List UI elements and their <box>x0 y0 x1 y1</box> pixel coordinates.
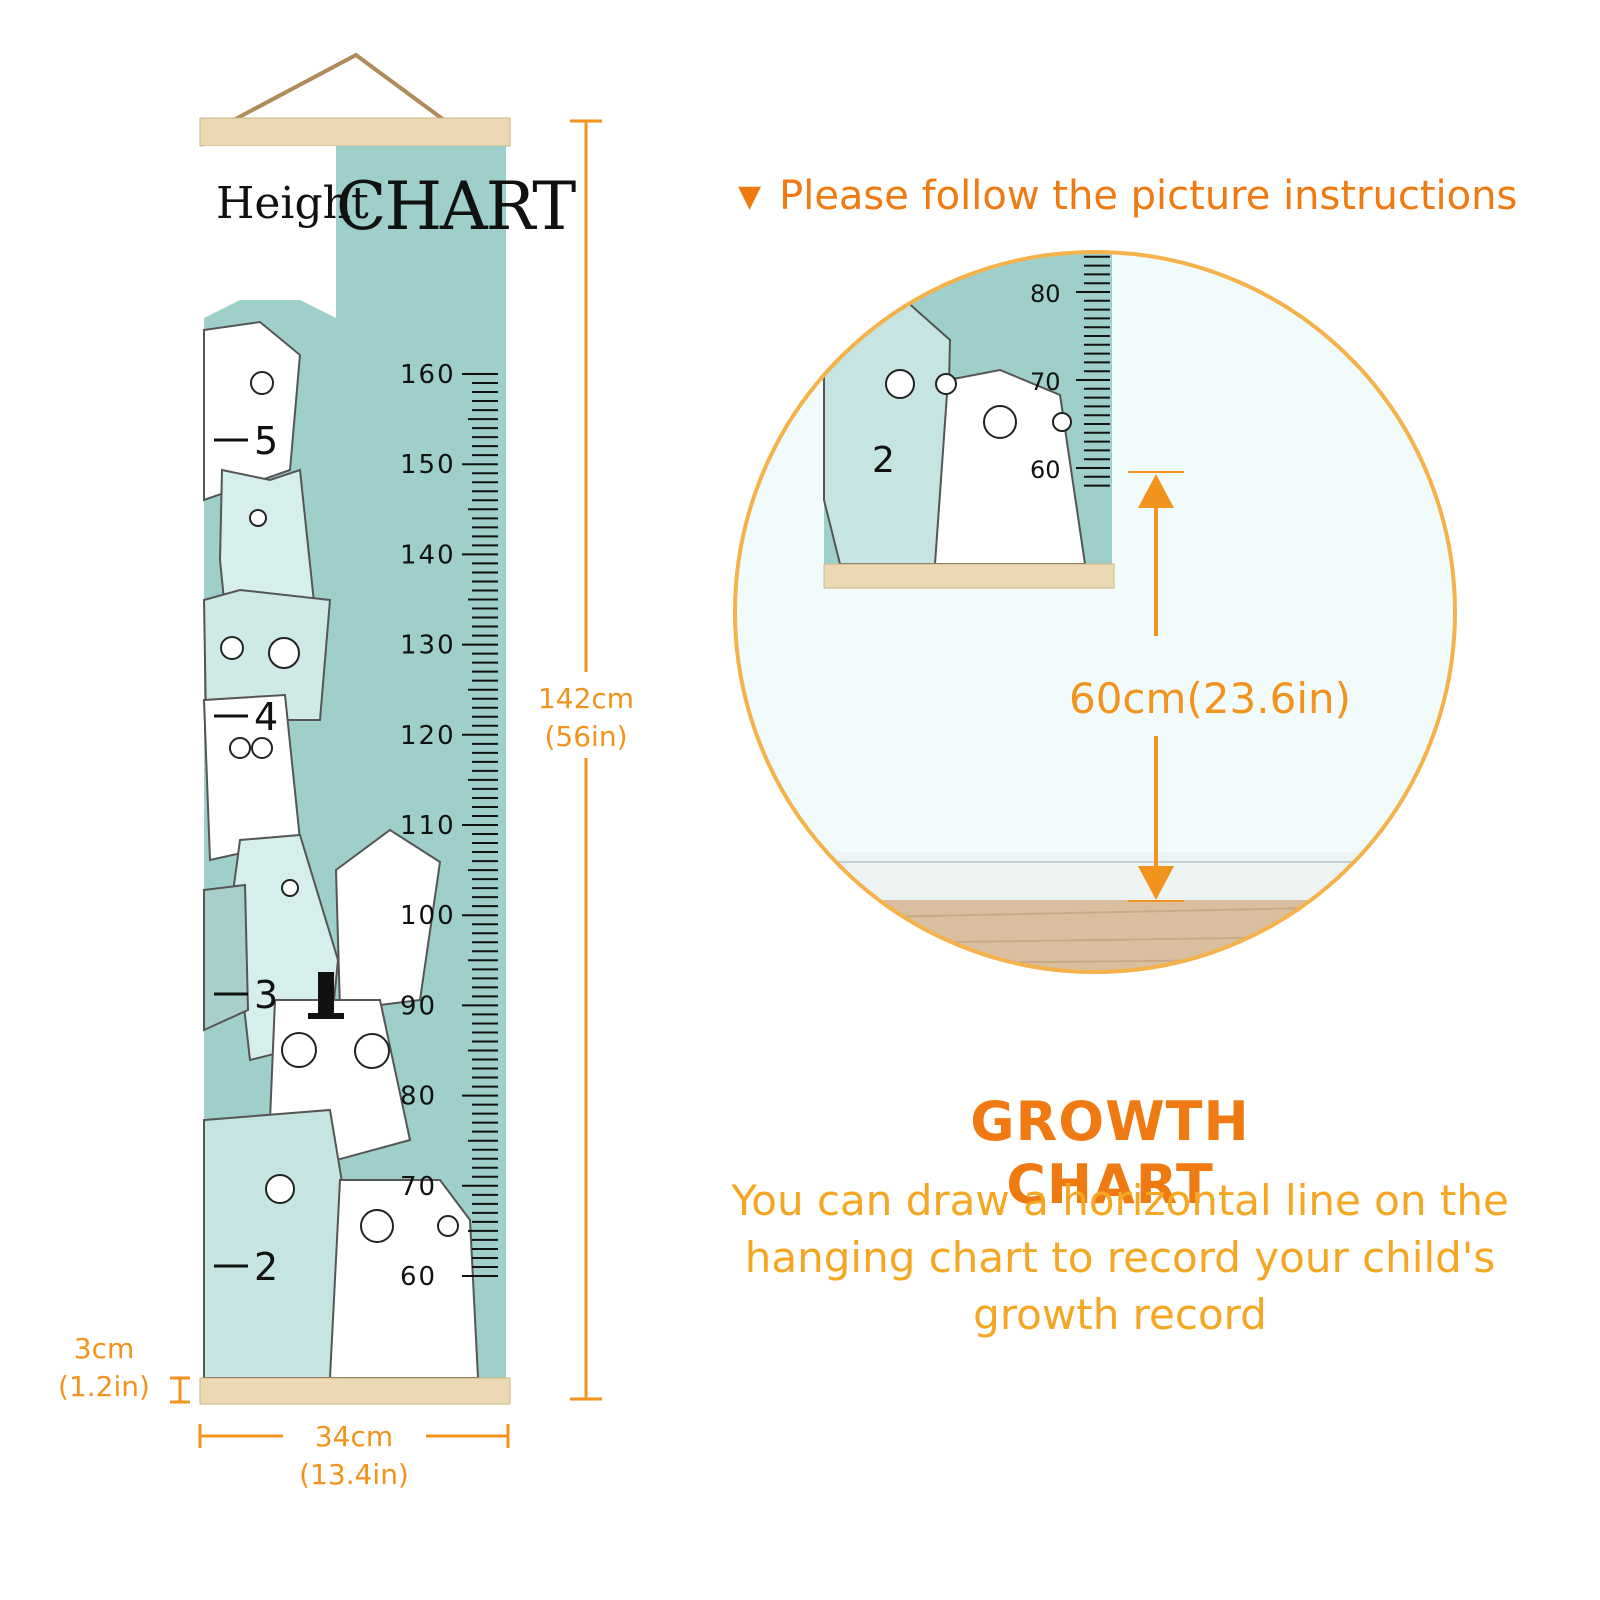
detail-circle-border <box>733 250 1457 974</box>
ruler-label-100: 100 <box>400 901 456 931</box>
feet-label-5: 5 <box>254 419 278 463</box>
ruler-label-140: 140 <box>400 540 456 570</box>
rod-cm: 3cm <box>73 1332 135 1365</box>
width-cm: 34cm <box>314 1420 394 1453</box>
width-dimension-line <box>198 1424 510 1448</box>
rod-in: (1.2in) <box>58 1370 150 1403</box>
chart-title-height: Height <box>216 178 369 229</box>
feet-label-2: 2 <box>254 1245 278 1289</box>
white-cats-column <box>204 146 336 318</box>
width-dimension-label: 34cm (13.4in) <box>284 1418 424 1494</box>
cat-faces <box>220 371 459 1243</box>
height-dimension-line <box>570 119 602 1401</box>
ruler-label-120: 120 <box>400 721 456 751</box>
ruler-label-160: 160 <box>400 360 456 390</box>
height-in: (56in) <box>544 720 628 753</box>
measurement-label: 60cm(23.6in) <box>1068 674 1352 723</box>
ruler-label-130: 130 <box>400 631 456 661</box>
ruler-label-80: 80 <box>400 1082 437 1112</box>
ruler-ticks <box>462 373 498 1277</box>
feet-markers: 5 4 3 2 <box>214 419 278 1289</box>
triangle-down-icon: ▼ <box>738 178 762 214</box>
growth-chart-description: You can draw a horizontal line on the ha… <box>731 1176 1509 1339</box>
height-cm: 142cm <box>537 682 635 715</box>
ruler-label-90: 90 <box>400 991 437 1021</box>
instruction-text: Please follow the picture instructions <box>779 173 1518 219</box>
feet-label-4: 4 <box>254 695 278 739</box>
width-in: (13.4in) <box>299 1458 409 1491</box>
chart-title-chart: CHART <box>336 168 576 245</box>
feet-label-3: 3 <box>254 973 278 1017</box>
hanging-rope <box>227 52 450 125</box>
ruler-label-60: 60 <box>400 1262 437 1292</box>
bottom-wooden-rod <box>199 1377 511 1405</box>
rod-dimension-label: 3cm (1.2in) <box>48 1330 160 1406</box>
mini-label-80: 80 <box>1030 280 1061 308</box>
mini-chart-wooden-rod <box>823 563 1115 589</box>
mini-label-60: 60 <box>1030 456 1061 484</box>
arrow-down-icon <box>1138 866 1174 900</box>
arrow-up-icon <box>1138 474 1174 508</box>
mini-ft-label: 2 <box>872 440 895 481</box>
top-wooden-rod <box>199 117 511 147</box>
ruler-label-110: 110 <box>400 811 456 841</box>
chart-title: Height CHART <box>212 168 576 258</box>
height-dimension-label: 142cm (56in) <box>530 680 642 756</box>
mini-label-70: 70 <box>1030 368 1061 396</box>
ruler-labels: 160 150 140 130 120 110 100 90 80 70 60 <box>400 360 456 1292</box>
instruction-banner: ▼ Please follow the picture instructions <box>738 168 1558 224</box>
rod-dimension-line <box>170 1376 190 1404</box>
top-hat-icon <box>318 972 334 1016</box>
growth-chart-title: GROWTH CHART <box>970 1090 1250 1216</box>
ruler-label-70: 70 <box>400 1172 437 1202</box>
ruler-label-150: 150 <box>400 450 456 480</box>
